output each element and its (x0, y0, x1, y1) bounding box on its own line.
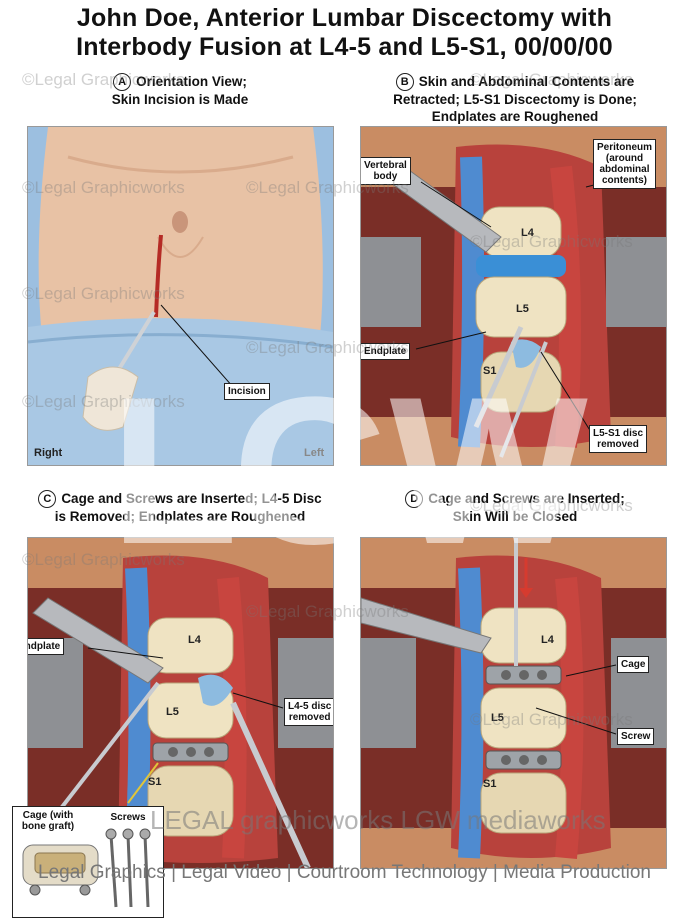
l4-label-c: L4 (188, 634, 201, 646)
panel-b-caption: B Skin and Abdominal Contents are Retract… (360, 73, 670, 125)
l5-label-d: L5 (491, 712, 504, 724)
endplate-label-c: Endplate (28, 638, 65, 655)
panel-a-orientation-view: Incision Right Left (27, 126, 334, 466)
panel-a-caption-line-1: Orientation View; (136, 74, 247, 89)
panel-b-caption-line-3: Endplates are Roughened (431, 109, 599, 124)
panel-c-caption-line-1: Cage and Screws are Inserted; L4-5 Disc (61, 491, 322, 506)
footer-text: Legal Graphics | Legal Video | Courtroom… (38, 862, 651, 883)
inset-screws-label: Screws (110, 812, 146, 823)
endplate-label-b: Endplate (361, 343, 411, 360)
panel-a-caption-line-2: Skin Incision is Made (111, 92, 249, 107)
panel-d-caption-line-2: Skin Will be Closed (452, 509, 578, 524)
l5-label-c: L5 (166, 706, 179, 718)
footer-brand: LEGAL graphicworks LGW mediaworks (150, 805, 606, 835)
screw-label-d: Screw (617, 728, 655, 745)
panel-a-illustration (28, 127, 333, 465)
panel-b-badge: B (395, 73, 414, 91)
s1-label-d: S1 (483, 778, 497, 790)
l5-label-b: L5 (516, 303, 529, 315)
corner-left-label: Left (304, 447, 325, 459)
panel-d-badge: D (405, 490, 424, 508)
l4-label-b: L4 (521, 227, 534, 239)
panel-a-caption: A Orientation View; Skin Incision is Made (40, 73, 320, 108)
panel-d-surgical-view: Cage Screw L4 L5 S1 (360, 537, 667, 869)
incision-label: Incision (224, 383, 270, 400)
panel-c-caption-line-2: is Removed; Endplates are Roughened (54, 509, 306, 524)
panel-d-caption-line-1: Cage and Screws are Inserted; (428, 491, 625, 506)
panel-d-illustration (361, 538, 666, 868)
title-line-2: Interbody Fusion at L4-5 and L5-S1, 00/0… (76, 33, 613, 61)
cage-label-d: Cage (617, 656, 650, 673)
corner-right-label: Right (34, 447, 63, 459)
inset-implant-drawing (22, 828, 151, 908)
page-title: John Doe, Anterior Lumbar Discectomy wit… (0, 4, 689, 62)
title-line-1: John Doe, Anterior Lumbar Discectomy wit… (76, 4, 613, 32)
panel-b-caption-line-2: Retracted; L5-S1 Discectomy is Done; (393, 92, 637, 107)
panel-b-caption-line-1: Skin and Abdominal Contents are (418, 74, 635, 89)
panel-c-badge: C (38, 490, 57, 508)
panel-d-caption: D Cage and Screws are Inserted; Skin Will… (360, 490, 670, 525)
s1-label-c: S1 (148, 776, 162, 788)
s1-label-b: S1 (483, 365, 497, 377)
l4-label-d: L4 (541, 634, 554, 646)
panel-c-caption: C Cage and Screws are Inserted; L4-5 Disc… (20, 490, 340, 525)
panel-a-badge: A (113, 73, 132, 91)
